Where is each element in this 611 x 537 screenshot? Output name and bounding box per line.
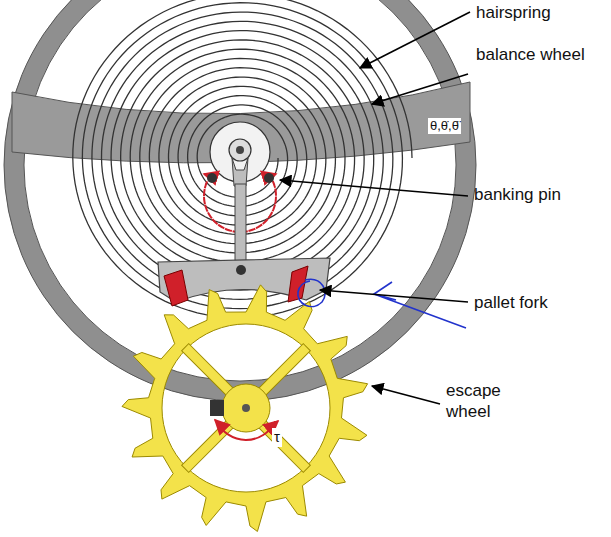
part-label: pallet fork [474, 292, 604, 313]
escape-wheel-arbor [242, 404, 250, 412]
pinion [210, 400, 224, 416]
collet-pin [236, 146, 244, 154]
collet-inner [229, 139, 251, 161]
annotation-arrow [374, 282, 466, 328]
escape-wheel-rim [122, 285, 368, 532]
torque-arrow [215, 420, 223, 428]
torque-arrow [270, 421, 278, 428]
escape-wheel-hub [222, 384, 270, 432]
leader-line [360, 12, 470, 68]
balance-rim-edge [4, 0, 476, 401]
banking-pin [207, 173, 217, 183]
part-label: escape wheel [446, 380, 536, 423]
leader-line [280, 180, 468, 196]
leader-line [372, 386, 440, 404]
banking-pin [264, 173, 274, 183]
part-label: θ,θ̇,θ̈ [428, 118, 461, 134]
part-label: τ [272, 428, 282, 447]
fork-horns [232, 158, 248, 186]
torque-arc [217, 421, 275, 440]
part-label: hairspring [476, 2, 606, 23]
fork-pivot [236, 265, 246, 275]
annotation-circle [298, 279, 325, 306]
balance-rim [14, 0, 466, 391]
leader-line [372, 74, 468, 104]
pallet-jewel [164, 270, 188, 306]
hairspring-spiral [73, 0, 412, 318]
leader-line [320, 290, 468, 302]
part-label: banking pin [474, 184, 604, 205]
part-label: balance wheel [476, 44, 586, 65]
fork-stem [235, 184, 246, 266]
